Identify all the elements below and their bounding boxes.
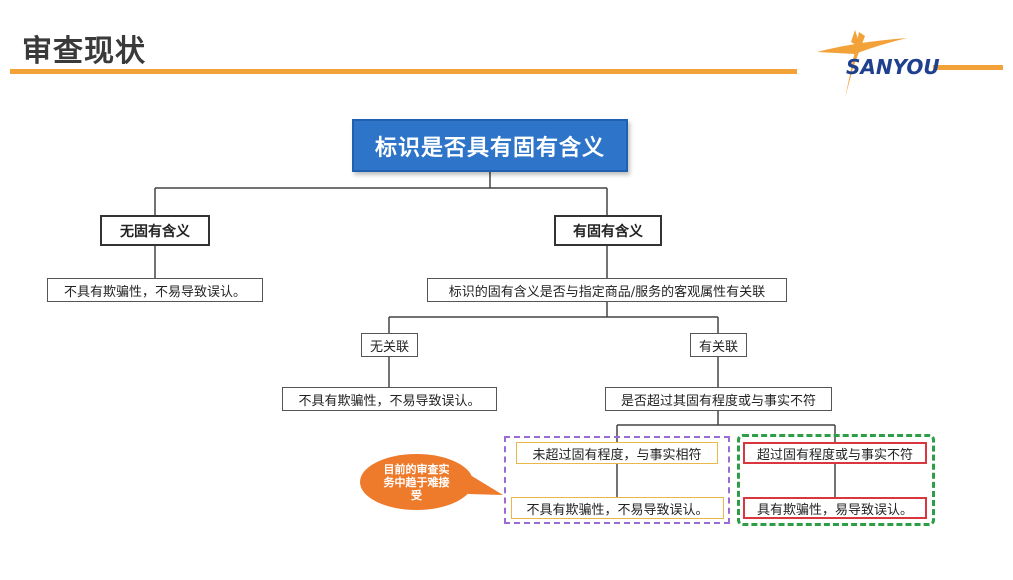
callout-bubble: 目前的审查实务中趋于难接受 xyxy=(360,454,473,510)
exceed-box: 超过固有程度或与事实不符 xyxy=(743,442,927,464)
has-meaning-box: 有固有含义 xyxy=(554,215,662,246)
exceed-result-box: 具有欺骗性，易导致误认。 xyxy=(743,497,927,519)
unrelated-result-box: 不具有欺骗性，不易导致误认。 xyxy=(282,387,497,411)
no-meaning-box: 无固有含义 xyxy=(100,215,210,246)
relation-question-box: 标识的固有含义是否与指定商品/服务的客观属性有关联 xyxy=(427,278,787,302)
sanyou-logo-icon xyxy=(817,30,907,98)
not-exceed-group xyxy=(504,436,730,524)
header-rule xyxy=(10,69,797,74)
not-exceed-box: 未超过固有程度，与事实相符 xyxy=(516,442,718,464)
exceed-question-box: 是否超过其固有程度或与事实不符 xyxy=(605,387,832,411)
no-meaning-result-box: 不具有欺骗性，不易导致误认。 xyxy=(47,278,263,302)
header-rule-right xyxy=(933,65,1003,70)
unrelated-box: 无关联 xyxy=(361,333,418,357)
related-box: 有关联 xyxy=(690,333,747,357)
callout-text: 目前的审查实务中趋于难接受 xyxy=(383,462,450,502)
not-exceed-result-box: 不具有欺骗性，不易导致误认。 xyxy=(511,497,724,519)
page-title: 审查现状 xyxy=(22,34,146,69)
root-question-box: 标识是否具有固有含义 xyxy=(352,119,628,172)
exceed-group xyxy=(737,434,935,526)
logo-text: SANYOU xyxy=(846,55,940,79)
